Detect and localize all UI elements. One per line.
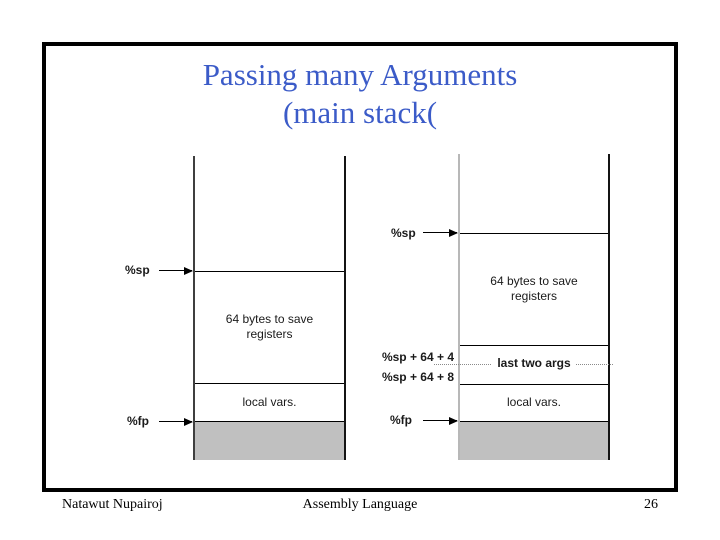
right-sp-pointer-label: %sp: [391, 226, 416, 240]
left-saved-frame-fill: [195, 422, 344, 460]
right-stack-diagram: 64 bytes to save registers local vars.: [458, 154, 610, 460]
right-args-bottom-line: [460, 384, 608, 385]
left-sp-pointer-label: %sp: [125, 263, 150, 277]
footer-course: Assembly Language: [302, 497, 418, 512]
right-save-bottom-line: [460, 345, 608, 346]
left-sp-line: [195, 271, 344, 272]
slide-title-line-1: Passing many Arguments: [202, 57, 518, 92]
left-fp-arrow: [159, 417, 193, 426]
left-fp-line: [195, 421, 344, 422]
left-sp-arrow: [159, 266, 193, 275]
left-fp-pointer-label: %fp: [127, 414, 149, 428]
right-sp-arrow: [423, 228, 458, 237]
right-local-region-label: local vars.: [506, 395, 562, 409]
right-addr-offset-8-label: %sp + 64 + 8: [381, 370, 454, 384]
right-addr-offset-4-label: %sp + 64 + 4: [381, 350, 454, 364]
left-save-region-label: 64 bytes to save registers: [225, 312, 314, 341]
right-sp-line: [460, 233, 608, 234]
left-stack-diagram: 64 bytes to save registers local vars.: [193, 156, 346, 460]
footer-page-number: 26: [644, 497, 658, 512]
slide-title-line-2: (main stack(: [282, 95, 438, 130]
slide-frame: [42, 42, 678, 492]
left-local-region-label: local vars.: [242, 394, 297, 409]
footer-author: Natawut Nupairoj: [62, 497, 163, 512]
right-args-region-label: last two args: [458, 356, 610, 370]
slide-title: Passing many Arguments (main stack(: [42, 56, 678, 132]
right-fp-arrow: [423, 416, 458, 425]
right-save-region-label: 64 bytes to save registers: [490, 274, 578, 303]
right-saved-frame-fill: [460, 422, 608, 460]
right-fp-line: [460, 421, 608, 422]
left-save-bottom-line: [195, 383, 344, 384]
right-fp-pointer-label: %fp: [390, 413, 412, 427]
